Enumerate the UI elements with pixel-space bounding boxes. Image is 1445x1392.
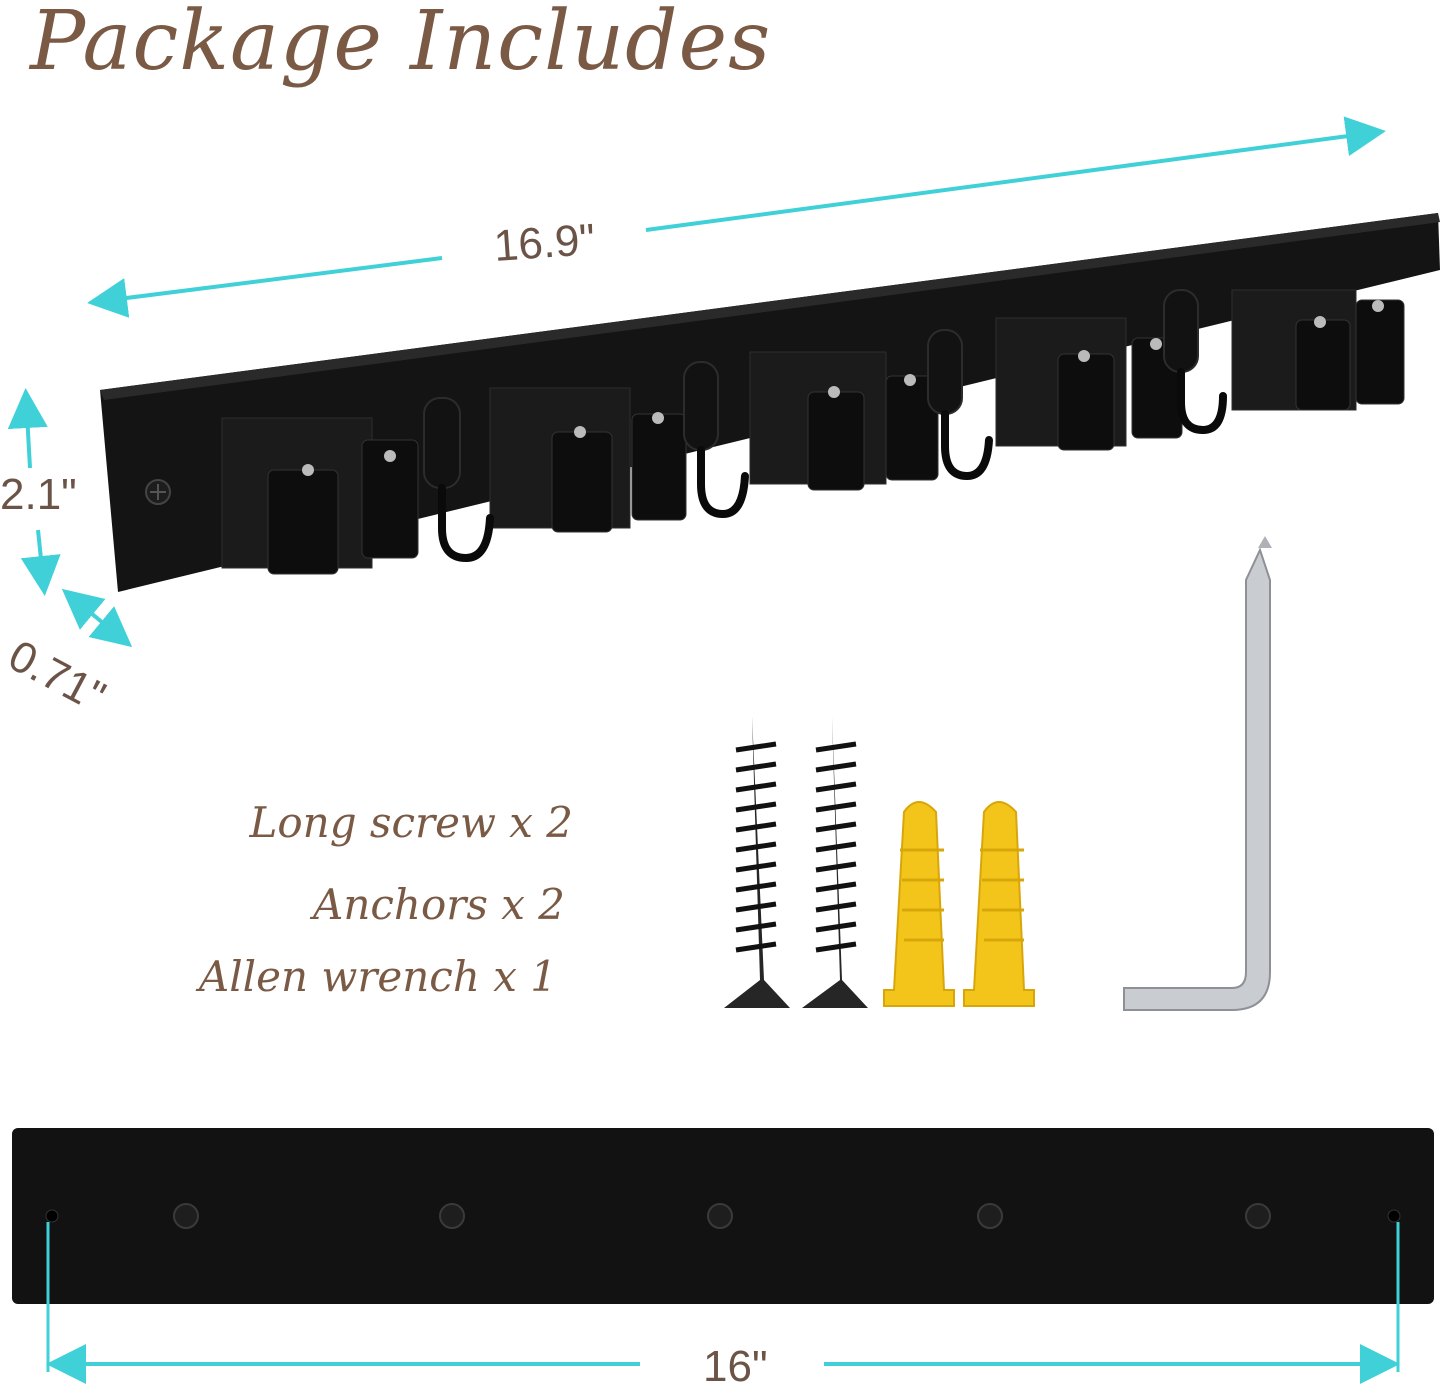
front-rack [100,213,1440,592]
clip-module-3 [749,351,939,491]
item-anchors: Anchors x 2 [313,880,565,929]
clip-module-4 [995,317,1183,451]
item-long-screw: Long screw x 2 [249,798,573,847]
hook-1 [423,397,494,563]
width-arrow-left [87,256,443,318]
height-dimension: 2.1" [0,470,77,519]
height-arrow-top [7,388,48,469]
width-dimension: 16.9" [492,214,597,271]
back-screw-4 [977,1203,1003,1229]
hook-4 [1163,289,1227,435]
anchor-1 [883,801,955,1007]
back-screw-3 [707,1203,733,1229]
clip-module-1 [221,417,419,575]
allen-wrench [1123,536,1272,1011]
page-title: Package Includes [30,0,772,89]
clip-module-2 [489,387,687,533]
back-rack [12,1128,1434,1304]
back-screw-1 [173,1203,199,1229]
hook-3 [927,329,993,481]
item-allen-wrench: Allen wrench x 1 [198,952,557,1001]
clip-module-5 [1231,289,1405,411]
hook-2 [683,361,749,519]
back-width-dimension: 16" [703,1342,768,1391]
back-screw-5 [1245,1203,1271,1229]
height-arrow-bottom [20,529,61,596]
anchor-2 [963,801,1035,1007]
long-screw-2 [802,716,868,1008]
width-arrow-right [645,116,1386,232]
depth-arrow [61,588,133,648]
long-screw-1 [724,716,790,1008]
back-screw-2 [439,1203,465,1229]
